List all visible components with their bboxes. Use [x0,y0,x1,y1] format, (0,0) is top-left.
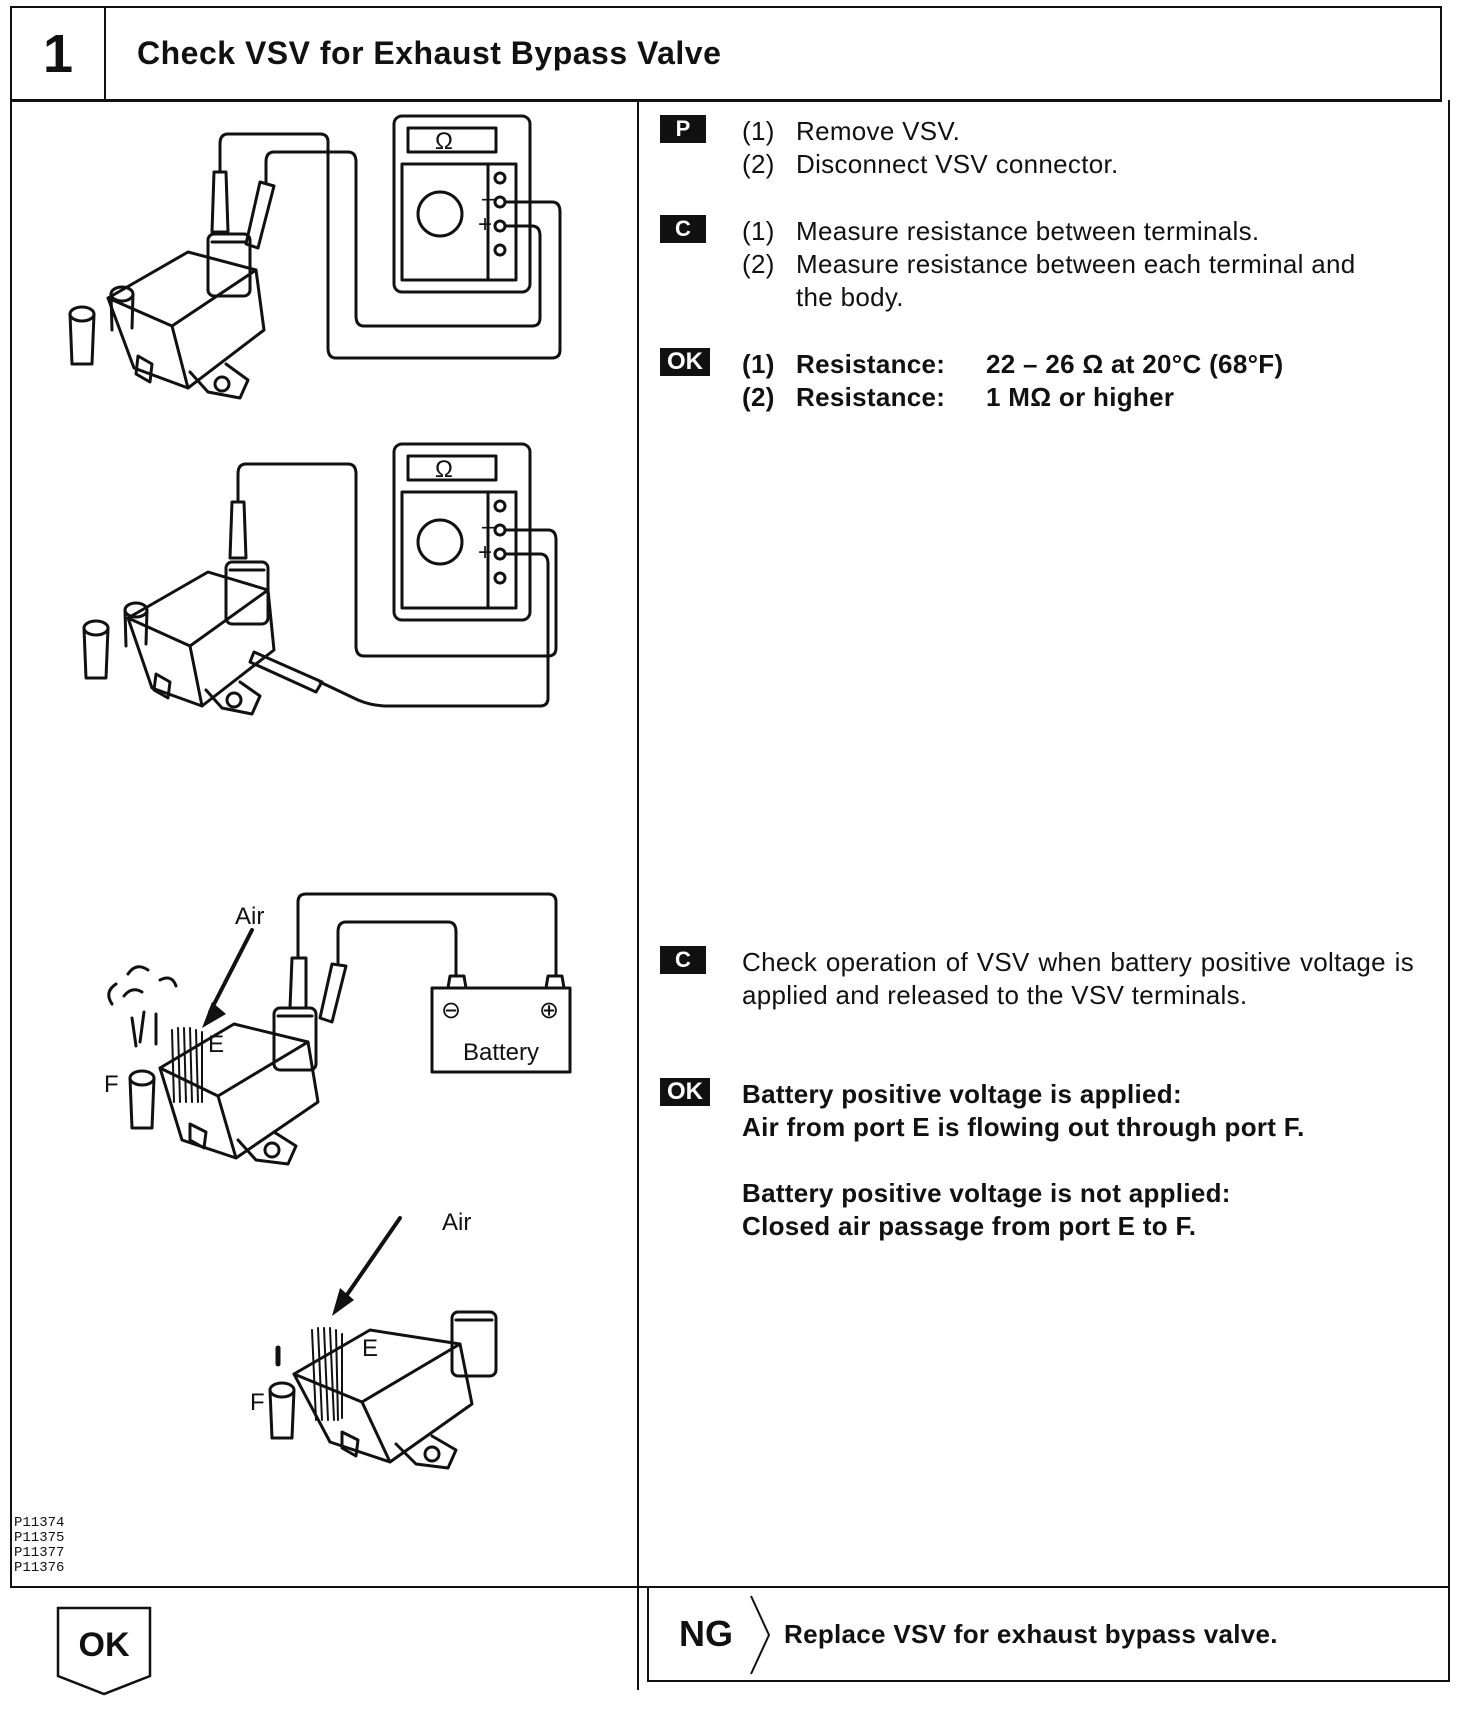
check-badge-2: C [660,946,706,974]
air-label-1: Air [235,903,264,930]
meter-plus-1: + [478,211,492,238]
meter-plus-2: + [478,539,492,566]
page-title: Check VSV for Exhaust Bypass Valve [137,35,722,71]
battery-minus-terminal: ⊖ [441,997,461,1024]
result-line: Air from port E is flowing out through p… [742,1112,1305,1142]
ok-flow-tag [56,1606,152,1696]
step-number: 1 [12,8,106,99]
ref-code: P11377 [14,1545,65,1561]
ohmmeter-display-2 [406,454,498,482]
prepare-steps: (1)Remove VSV. (2)Disconnect VSV connect… [742,115,1119,181]
port-f-label-1: F [104,1071,119,1098]
ok-badge-2: OK [660,1078,710,1106]
check-step: (2)Measure resistance between each termi… [742,249,1356,279]
resistance-spec-row: (1)Resistance:22 – 26 Ω at 20°C (68°F) [742,349,1284,379]
ohmmeter-panel-1 [400,162,518,282]
battery-label: Battery [463,1039,539,1066]
resistance-spec-row: (2)Resistance:1 MΩ or higher [742,382,1175,412]
check-operation-text: Check operation of VSV when battery posi… [742,947,1414,1010]
ng-result-box: NG Replace VSV for exhaust bypass valve. [647,1588,1450,1682]
result-line: Closed air passage from port E to F. [742,1211,1197,1241]
check-badge-1: C [660,215,706,243]
prepare-badge: P [660,115,706,143]
ohmmeter-dial-1 [416,190,464,238]
result-line: Battery positive voltage is not applied: [742,1178,1231,1208]
battery-box [430,986,572,1074]
illustration-column: Ω – + Ω – + Air E F ⊖ ⊕ Battery Air E F [12,102,636,1586]
hose-e-1 [171,1027,203,1103]
check-step: (1)Measure resistance between terminals. [742,216,1260,246]
ng-chevron-icon [750,1595,771,1675]
figure-reference-codes: P11374 P11375 P11377 P11376 [14,1516,64,1576]
figure-terminal-resistance [68,114,562,400]
figure-battery-applied [107,892,572,1166]
air-label-2: Air [442,1209,471,1236]
ng-label: NG [679,1613,733,1654]
ohmmeter-panel-2 [400,490,518,610]
hose-e-2 [311,1327,343,1421]
vsv-illustrations: Ω – + Ω – + Air E F ⊖ ⊕ Battery Air E F [68,114,572,1470]
ref-code: P11374 [14,1515,65,1531]
meter-minus-2: – [482,513,496,540]
main-panel [10,100,1450,1588]
figure-battery-released [268,1216,498,1470]
ohmmeter-display-1 [406,126,498,154]
check-resistance-steps: (1)Measure resistance between terminals.… [742,215,1356,314]
column-divider [637,100,639,1690]
meter-ohm-symbol-2: Ω [435,456,453,483]
check-step-continuation: the body. [796,282,904,312]
prepare-step: (2)Disconnect VSV connector. [742,149,1119,179]
port-f-label-2: F [250,1389,265,1416]
ohmmeter-body-2 [392,442,532,622]
ok-flow-label: OK [78,1625,130,1664]
operation-results: Battery positive voltage is applied: Air… [742,1078,1305,1243]
step-header: 1 Check VSV for Exhaust Bypass Valve [10,6,1442,102]
air-arrowhead-1 [202,1002,226,1028]
port-e-label-1: E [208,1031,224,1058]
ohmmeter-body-1 [392,114,532,294]
ref-code: P11375 [14,1530,65,1546]
ref-code: P11376 [14,1560,65,1576]
meter-ohm-symbol-1: Ω [435,128,453,155]
result-line: Battery positive voltage is applied: [742,1079,1182,1109]
ng-action-text: Replace VSV for exhaust bypass valve. [784,1618,1278,1649]
air-arrowhead-2 [332,1288,354,1316]
ok-badge-1: OK [660,348,710,376]
meter-minus-1: – [482,185,496,212]
ohmmeter-dial-2 [416,518,464,566]
figure-body-resistance [82,442,558,716]
port-e-label-2: E [362,1335,378,1362]
prepare-step: (1)Remove VSV. [742,116,961,146]
resistance-specs: (1)Resistance:22 – 26 Ω at 20°C (68°F) (… [742,348,1283,414]
battery-plus-terminal: ⊕ [539,997,559,1024]
